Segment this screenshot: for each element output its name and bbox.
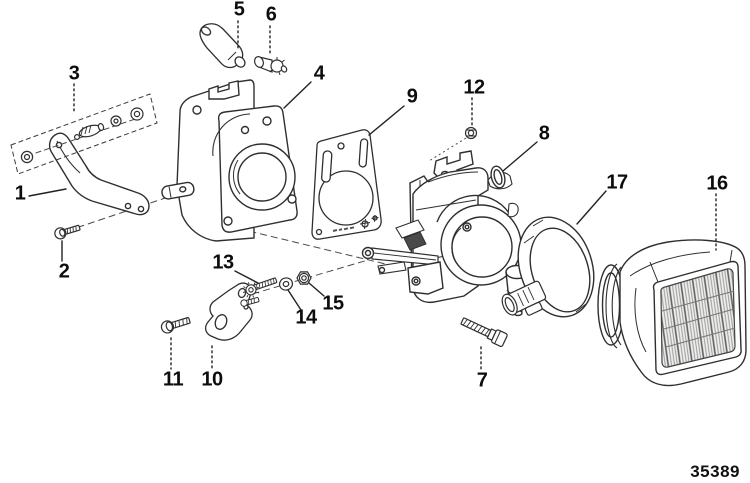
throttle-body-drawing xyxy=(361,150,529,317)
callout-13: 13 xyxy=(212,251,234,274)
callout-8: 8 xyxy=(538,122,550,145)
callout-9-leader xyxy=(368,105,405,136)
callout-8-leader xyxy=(502,141,538,172)
part-11-bolt-drawing xyxy=(160,316,191,334)
callout-4-leader xyxy=(283,81,312,109)
part-4-adapter-drawing xyxy=(161,79,298,242)
callout-1-leader xyxy=(28,188,67,197)
part-5-hose-drawing xyxy=(199,23,246,69)
drawing-number: 35389 xyxy=(690,462,740,481)
leader-lines xyxy=(28,20,717,371)
callout-15: 15 xyxy=(322,292,344,315)
assembly-axis-lines xyxy=(66,188,403,298)
callout-15-leader xyxy=(308,282,325,297)
callout-16: 16 xyxy=(706,172,728,195)
callout-11: 11 xyxy=(162,368,184,391)
part-1-lever-drawing xyxy=(48,132,150,216)
callout-10: 10 xyxy=(201,368,223,391)
part-14-washer-drawing xyxy=(278,277,294,291)
callout-13-leader xyxy=(234,270,259,284)
callout-7: 7 xyxy=(476,369,488,392)
callout-5: 5 xyxy=(233,0,245,21)
callout-2: 2 xyxy=(58,260,70,283)
callout-6: 6 xyxy=(265,3,277,26)
part-3-linkage-kit-drawing xyxy=(10,93,158,175)
part-7-bolt-drawing xyxy=(460,317,508,348)
callout-4: 4 xyxy=(313,62,325,85)
callout-14: 14 xyxy=(295,306,317,329)
callout-17-leader xyxy=(576,190,607,225)
part-8-clip-drawing xyxy=(490,165,506,189)
part-16-flame-arrestor-drawing xyxy=(597,239,747,387)
part-12-screw-drawing xyxy=(428,126,478,162)
part-2-bolt-drawing xyxy=(54,224,81,240)
callout-14-leader xyxy=(287,289,302,311)
part-17-clamp-drawing xyxy=(501,216,595,318)
callout-12: 12 xyxy=(463,76,485,99)
axis-adapter-to-body xyxy=(227,225,403,269)
part-15-nut-drawing xyxy=(296,271,312,285)
part-9-gasket-drawing xyxy=(311,129,382,240)
callout-3: 3 xyxy=(68,62,80,85)
callout-9: 9 xyxy=(406,85,418,108)
part-10-bracket-drawing xyxy=(204,282,260,341)
callout-1: 1 xyxy=(14,182,26,205)
callout-17: 17 xyxy=(606,171,628,194)
part-6-fitting-drawing xyxy=(254,56,288,76)
part-13-screw-drawing xyxy=(242,277,278,298)
